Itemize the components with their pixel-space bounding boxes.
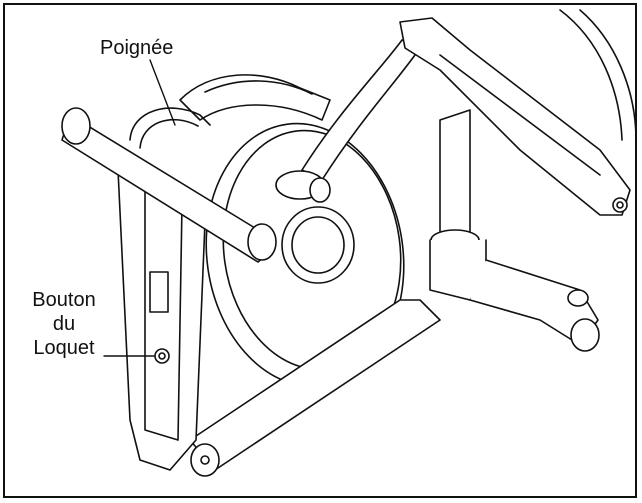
handle-leader-line bbox=[149, 59, 176, 126]
upper-linkage bbox=[399, 17, 631, 216]
crank-hub bbox=[275, 170, 355, 284]
latch-label-line-1: Bouton bbox=[32, 289, 96, 311]
handle-label: Poignée bbox=[100, 37, 174, 59]
latch-label-line-2: du bbox=[52, 313, 76, 335]
latch-label-line-3: Loquet bbox=[33, 337, 95, 359]
latch-button-label: Bouton du Loquet bbox=[14, 288, 114, 360]
handle bbox=[61, 107, 277, 263]
main-mast bbox=[439, 109, 471, 251]
latch-button bbox=[154, 348, 170, 364]
